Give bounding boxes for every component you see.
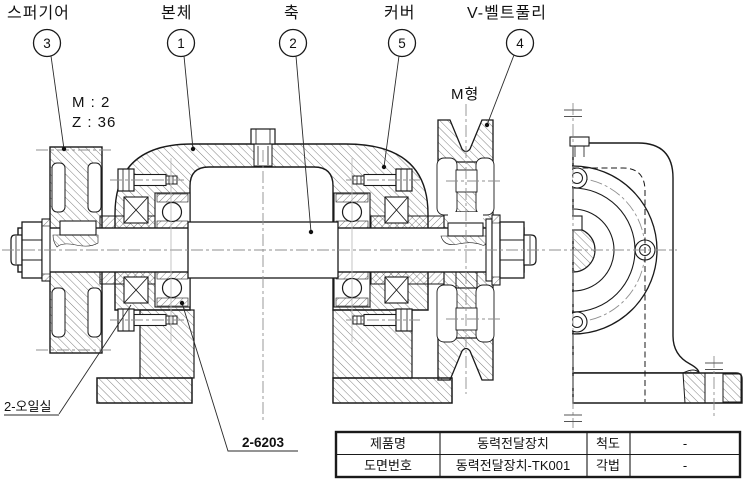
oil-seal	[123, 196, 149, 224]
part-label: 스퍼기어	[7, 4, 70, 22]
gear-teeth-spec: Z : 36	[72, 114, 116, 131]
base-section-hatch	[682, 369, 706, 404]
pulley-type-label: M형	[451, 86, 479, 103]
callout-spur-gear: 스퍼기어 3	[7, 4, 70, 152]
titleblock-label-scale: 척도	[596, 436, 620, 451]
notes: 2-오일실 2-6203	[4, 300, 298, 452]
balloon-number: 3	[43, 36, 51, 51]
balloon-number: 5	[398, 36, 406, 51]
centerlines-side	[549, 103, 723, 428]
gear-module-spec: M : 2	[72, 94, 110, 111]
bearing-note: 2-6203	[242, 435, 285, 450]
bolt	[346, 308, 420, 332]
oil-cap	[250, 128, 276, 145]
oil-seal	[384, 276, 409, 304]
balloon-number: 2	[289, 36, 297, 51]
titleblock-value-drawingno: 동력전달장치-TK001	[456, 458, 570, 473]
callout-cover: 커버 5	[381, 4, 417, 170]
balloon-number: 1	[177, 36, 185, 51]
balloon-circle	[387, 28, 417, 58]
balloon-circle	[166, 28, 196, 58]
flange-circles	[572, 165, 658, 335]
title-block-table: 제품명 동력전달장치 척도 - 도면번호 동력전달장치-TK001 각법 -	[334, 430, 742, 479]
v-belt-pulley	[436, 119, 495, 381]
callout-body: 본체 1	[161, 4, 196, 152]
titleblock-label-projection: 각법	[596, 458, 620, 473]
bolt	[346, 168, 420, 192]
titleblock-label-product: 제품명	[370, 436, 406, 451]
bolt	[110, 308, 184, 332]
bolt	[110, 168, 184, 192]
titleblock-value-scale: -	[683, 436, 687, 451]
part-label: 본체	[161, 4, 192, 22]
pulley-key	[440, 212, 488, 246]
titleblock-value-projection: -	[683, 458, 687, 473]
balloon-circle	[278, 28, 308, 58]
callouts: 스퍼기어 3 본체 1 축 2 커버 5 V-벨트풀리 4	[7, 4, 547, 235]
titleblock-value-product: 동력전달장치	[477, 436, 549, 451]
titleblock-label-drawingno: 도면번호	[364, 458, 412, 473]
front-section-view	[2, 104, 545, 420]
oil-seal-note: 2-오일실	[4, 399, 51, 414]
balloon-number: 4	[516, 36, 524, 51]
callout-pulley: V-벨트풀리 4	[467, 4, 547, 128]
callout-shaft: 축 2	[278, 4, 314, 235]
part-label: 축	[284, 4, 300, 22]
balloon-circle	[505, 28, 535, 58]
centerlines-front	[2, 104, 545, 420]
side-view	[549, 103, 743, 428]
oil-seals	[123, 196, 409, 304]
balloon-circle	[32, 28, 62, 58]
part-label: 커버	[384, 4, 415, 22]
oil-seal	[384, 196, 409, 224]
oil-seal	[123, 276, 149, 304]
part-label: V-벨트풀리	[467, 4, 547, 22]
gear-key	[52, 220, 99, 248]
cover-bolts	[110, 168, 420, 332]
